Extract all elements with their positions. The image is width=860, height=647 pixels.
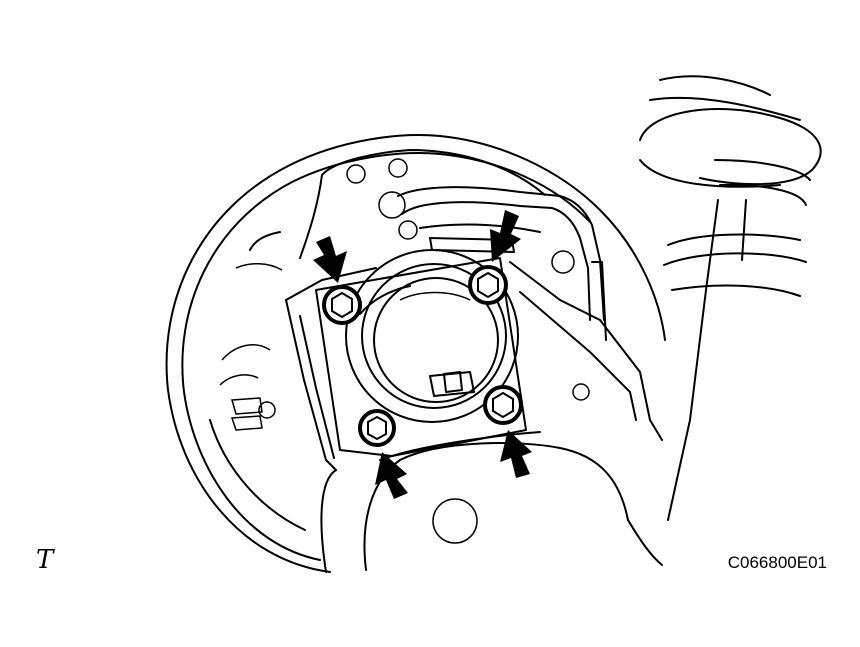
figure-code: C066800E01 bbox=[727, 553, 827, 572]
hub-bolt-lower-left bbox=[358, 409, 396, 447]
hub-bolt-lower-right bbox=[483, 385, 523, 425]
axle-beam bbox=[285, 261, 663, 573]
brake-backing-plate bbox=[165, 134, 666, 573]
hub-bolt-upper-left bbox=[322, 285, 362, 325]
wheel-cylinder-and-brake-line bbox=[346, 158, 607, 341]
arrow-upper-right-bolt bbox=[490, 210, 521, 262]
corner-mark: T bbox=[36, 545, 54, 575]
arrow-lower-left-bolt bbox=[375, 452, 408, 499]
arrows-group bbox=[313, 210, 532, 499]
axle-hub-assembly bbox=[315, 249, 527, 457]
coil-spring bbox=[639, 75, 822, 521]
arrow-upper-left-bolt bbox=[313, 236, 347, 283]
hub-bolt-upper-right bbox=[468, 265, 508, 305]
arrow-lower-right-bolt bbox=[500, 430, 532, 478]
